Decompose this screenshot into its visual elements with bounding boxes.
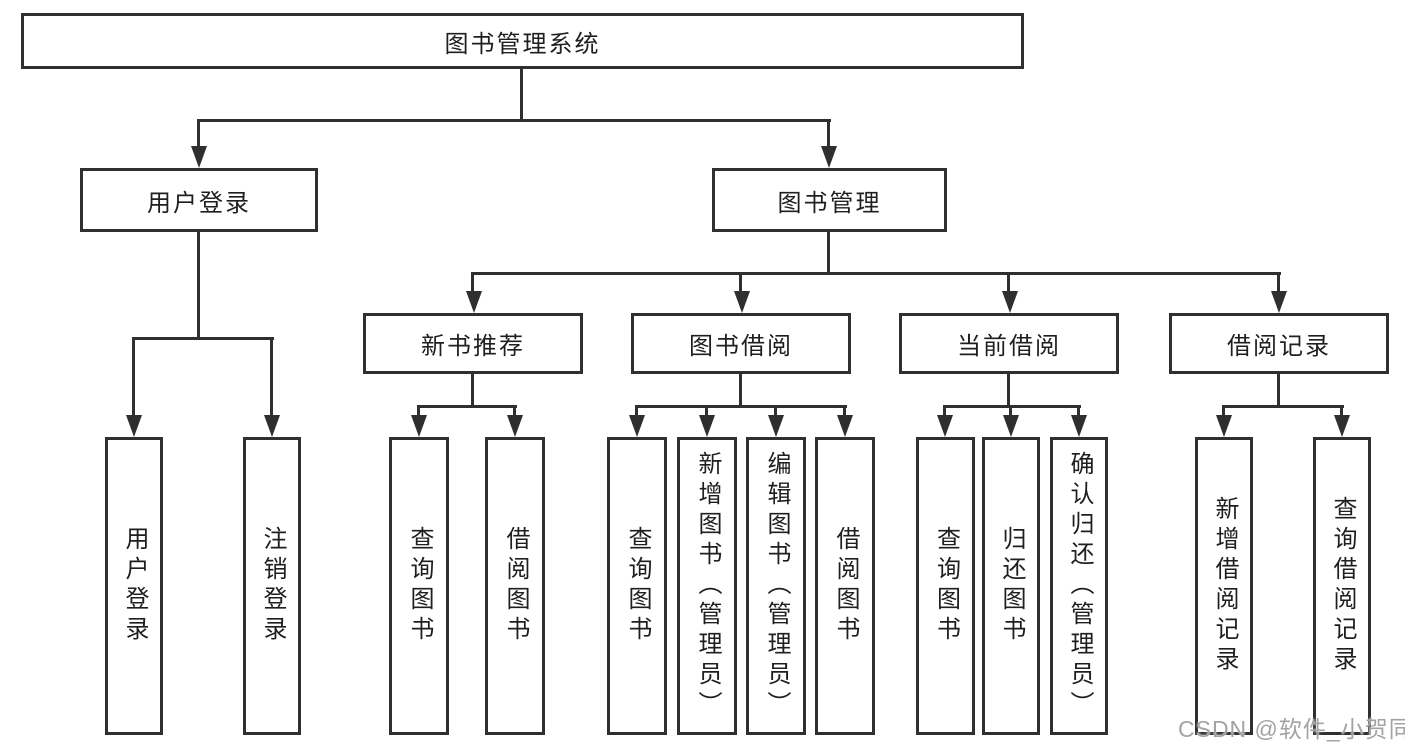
leaf-borrow-book-recommend: 借阅图书 — [485, 437, 545, 735]
leaf-query-book-borrowing-label: 查询图书 — [624, 526, 651, 646]
connector-line — [635, 405, 847, 408]
connector-line — [1007, 372, 1010, 407]
connector-line — [827, 231, 830, 274]
arrow-down-icon — [1071, 415, 1087, 437]
node-borrow-records: 借阅记录 — [1169, 313, 1389, 374]
connector-line — [739, 372, 742, 407]
node-book-borrowing-label: 图书借阅 — [689, 333, 793, 360]
connector-line — [1222, 405, 1225, 418]
node-book-management: 图书管理 — [712, 168, 947, 232]
node-user-login: 用户登录 — [80, 168, 318, 232]
node-library-system: 图书管理系统 — [21, 13, 1024, 69]
node-user-login-label: 用户登录 — [147, 189, 251, 217]
connector-line — [705, 405, 708, 418]
leaf-query-book-recommend: 查询图书 — [389, 437, 449, 735]
connector-line — [270, 337, 273, 417]
connector-line — [471, 372, 474, 407]
connector-line — [471, 272, 1281, 275]
arrow-down-icon — [734, 291, 750, 313]
connector-line — [1077, 405, 1080, 418]
node-borrow-records-label: 借阅记录 — [1227, 333, 1331, 360]
arrow-down-icon — [837, 415, 853, 437]
connector-line — [417, 405, 420, 418]
connector-line — [513, 405, 516, 418]
arrow-down-icon — [264, 415, 280, 437]
connector-line — [417, 405, 517, 408]
connector-line — [471, 272, 474, 293]
leaf-add-borrow-record: 新增借阅记录 — [1195, 437, 1253, 735]
leaf-query-book-borrowing: 查询图书 — [607, 437, 667, 735]
leaf-add-book-admin-label: 新增图书（管理员） — [694, 451, 721, 721]
connector-line — [843, 405, 846, 418]
leaf-return-book: 归还图书 — [982, 437, 1040, 735]
arrow-down-icon — [1003, 415, 1019, 437]
csdn-watermark: CSDN @软件_小贺同学 — [1178, 716, 1405, 742]
arrow-down-icon — [191, 146, 207, 168]
connector-line — [520, 68, 523, 121]
node-new-book-recommend-label: 新书推荐 — [421, 333, 525, 360]
connector-line — [197, 231, 200, 339]
connector-line — [1222, 405, 1344, 408]
arrow-down-icon — [821, 146, 837, 168]
connector-line — [197, 119, 200, 149]
leaf-borrow-book-borrowing: 借阅图书 — [815, 437, 875, 735]
arrow-down-icon — [937, 415, 953, 437]
leaf-user-login-label: 用户登录 — [121, 526, 148, 646]
arrow-down-icon — [629, 415, 645, 437]
connector-line — [635, 405, 638, 418]
connector-line — [1277, 372, 1280, 407]
arrow-down-icon — [1216, 415, 1232, 437]
arrow-down-icon — [411, 415, 427, 437]
arrow-down-icon — [768, 415, 784, 437]
arrow-down-icon — [699, 415, 715, 437]
leaf-query-borrow-record: 查询借阅记录 — [1313, 437, 1371, 735]
leaf-confirm-return-admin: 确认归还（管理员） — [1050, 437, 1108, 735]
arrow-down-icon — [1002, 291, 1018, 313]
connector-line — [943, 405, 1081, 408]
leaf-borrow-book-recommend-label: 借阅图书 — [502, 526, 529, 646]
arrow-down-icon — [126, 415, 142, 437]
connector-line — [132, 337, 274, 340]
leaf-borrow-book-borrowing-label: 借阅图书 — [832, 526, 859, 646]
connector-line — [1009, 405, 1012, 418]
connector-line — [1007, 272, 1010, 293]
leaf-query-borrow-record-label: 查询借阅记录 — [1329, 496, 1356, 676]
leaf-query-book-current-label: 查询图书 — [932, 526, 960, 646]
connector-line — [943, 405, 946, 418]
leaf-logout-label: 注销登录 — [259, 526, 286, 646]
leaf-logout: 注销登录 — [243, 437, 301, 735]
leaf-edit-book-admin-label: 编辑图书（管理员） — [763, 451, 790, 721]
arrow-down-icon — [1271, 291, 1287, 313]
connector-line — [132, 337, 135, 417]
leaf-add-book-admin: 新增图书（管理员） — [677, 437, 737, 735]
connector-line — [197, 119, 831, 122]
arrow-down-icon — [1334, 415, 1350, 437]
arrow-down-icon — [466, 291, 482, 313]
connector-line — [1340, 405, 1343, 418]
leaf-edit-book-admin: 编辑图书（管理员） — [746, 437, 806, 735]
node-book-management-label: 图书管理 — [777, 189, 882, 217]
node-current-borrowing: 当前借阅 — [899, 313, 1119, 374]
node-current-borrowing-label: 当前借阅 — [957, 333, 1061, 360]
connector-line — [827, 119, 830, 149]
connector-line — [1277, 272, 1280, 293]
connector-line — [774, 405, 777, 418]
leaf-query-book-recommend-label: 查询图书 — [406, 526, 433, 646]
leaf-confirm-return-admin-label: 确认归还（管理员） — [1066, 451, 1093, 721]
leaf-user-login: 用户登录 — [105, 437, 163, 735]
leaf-add-borrow-record-label: 新增借阅记录 — [1211, 496, 1238, 676]
leaf-return-book-label: 归还图书 — [998, 526, 1025, 646]
connector-line — [739, 272, 742, 293]
node-book-borrowing: 图书借阅 — [631, 313, 851, 374]
arrow-down-icon — [507, 415, 523, 437]
node-new-book-recommend: 新书推荐 — [363, 313, 583, 374]
node-library-system-label: 图书管理系统 — [444, 30, 601, 58]
leaf-query-book-current: 查询图书 — [916, 437, 975, 735]
